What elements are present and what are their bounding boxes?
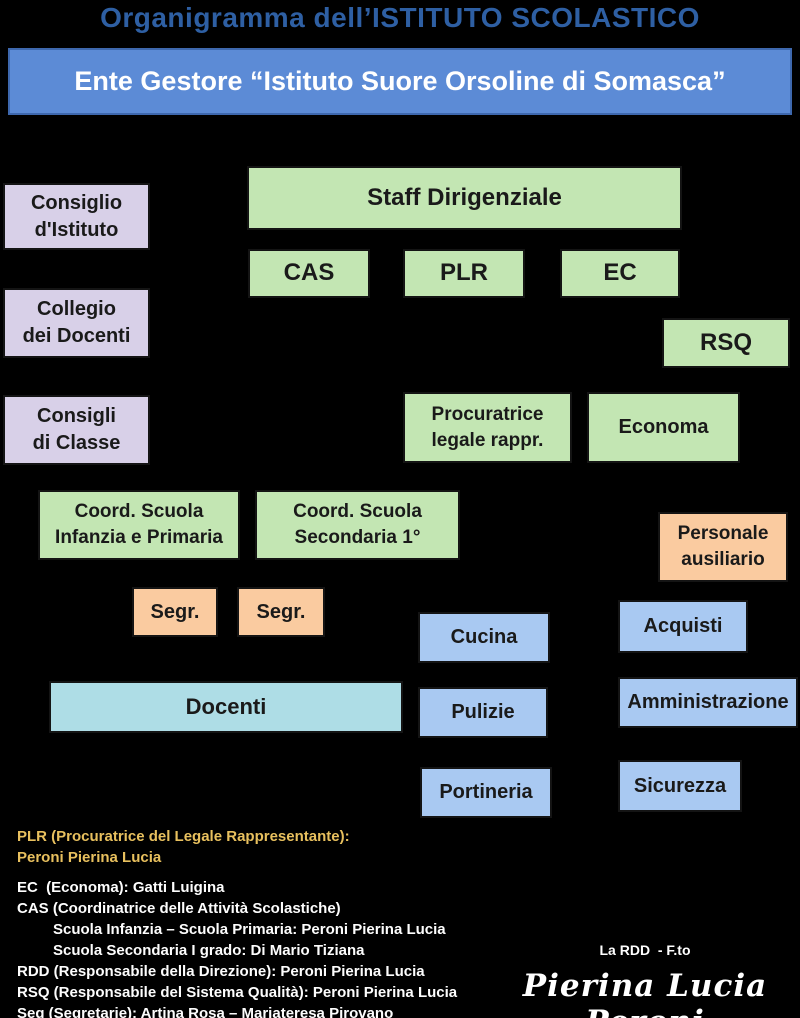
org-box-acquisti: Acquisti: [618, 600, 748, 653]
org-box-staff-dirigenziale: Staff Dirigenziale: [247, 166, 682, 230]
signature-script: Pierina Lucia Peroni: [522, 968, 768, 1018]
legend-cas-line: CAS (Coordinatrice delle Attività Scolas…: [17, 900, 341, 917]
org-box-consigli-di-classe: Consigli di Classe: [3, 395, 150, 465]
legend-spacer: [17, 868, 577, 877]
org-box-portineria: Portineria: [420, 767, 552, 818]
rdd-attestation-label: La RDD - F.to: [599, 942, 691, 958]
org-box-cucina: Cucina: [418, 612, 550, 663]
org-box-coord-scuola-secondaria: Coord. Scuola Secondaria 1°: [255, 490, 460, 560]
org-box-plr: PLR: [403, 249, 525, 298]
org-box-ec: EC: [560, 249, 680, 298]
org-box-sicurezza: Sicurezza: [618, 760, 742, 812]
legend-rsq-line: RSQ (Responsabile del Sistema Qualità): …: [17, 984, 458, 1001]
legend-scuola-infanzia-line: Scuola Infanzia – Scuola Primaria: Peron…: [53, 921, 446, 938]
org-box-rsq: RSQ: [662, 318, 790, 368]
org-box-cas: CAS: [248, 249, 370, 298]
ente-gestore-banner: Ente Gestore “Istituto Suore Orsoline di…: [8, 48, 792, 115]
org-box-docenti: Docenti: [49, 681, 403, 733]
ente-gestore-banner-label: Ente Gestore “Istituto Suore Orsoline di…: [74, 66, 726, 96]
org-box-consiglio-istituto: Consiglio d'Istituto: [3, 183, 150, 250]
org-box-personale-ausiliario: Personale ausiliario: [658, 512, 788, 582]
org-box-procuratrice-legale: Procuratrice legale rappr.: [403, 392, 572, 463]
legend-seg-line: Seg (Segretarie): Artina Rosa – Mariater…: [17, 1005, 394, 1018]
org-box-pulizie: Pulizie: [418, 687, 548, 738]
org-box-economa: Economa: [587, 392, 740, 463]
legend-plr-line-2: Peroni Pierina Lucia: [17, 849, 162, 866]
org-box-segreteria-1: Segr.: [132, 587, 218, 637]
legend-rdd-line: RDD (Responsabile della Direzione): Pero…: [17, 963, 425, 980]
org-box-amministrazione: Amministrazione: [618, 677, 798, 728]
org-box-coord-scuola-infanzia-primaria: Coord. Scuola Infanzia e Primaria: [38, 490, 240, 560]
page-title: Organigramma dell’ISTITUTO SCOLASTICO: [100, 2, 700, 33]
legend: PLR (Procuratrice del Legale Rappresenta…: [17, 826, 577, 1018]
org-box-collegio-docenti: Collegio dei Docenti: [3, 288, 150, 358]
legend-plr-line-1: PLR (Procuratrice del Legale Rappresenta…: [17, 828, 350, 845]
legend-ec-line: EC (Economa): Gatti Luigina: [17, 879, 225, 896]
legend-scuola-secondaria-line: Scuola Secondaria I grado: Di Mario Tizi…: [53, 942, 365, 959]
org-box-segreteria-2: Segr.: [237, 587, 325, 637]
